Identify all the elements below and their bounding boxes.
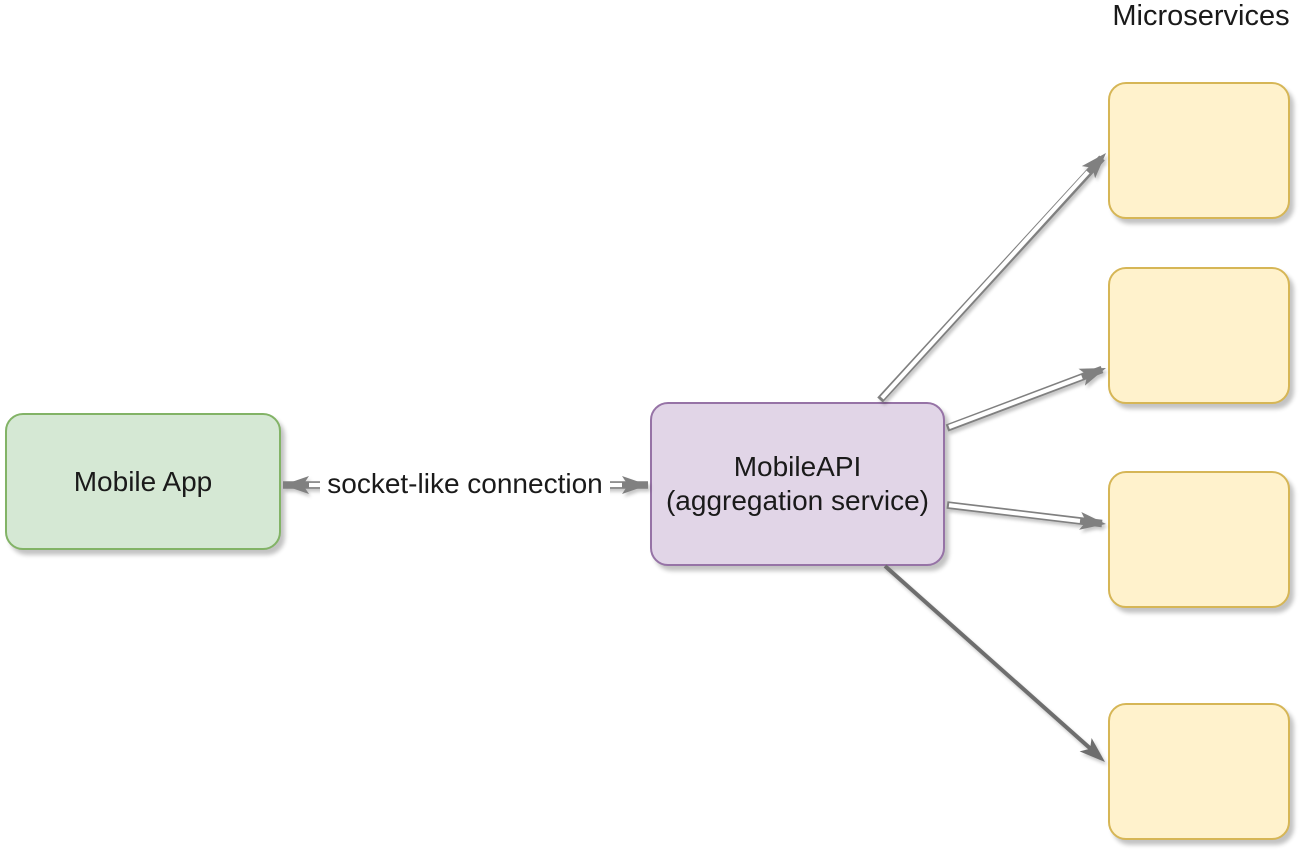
fanout-arrowhead-2 <box>1078 368 1106 386</box>
node-microservice-3 <box>1108 471 1290 608</box>
fanout-arrow-3-shaft <box>946 501 1103 528</box>
fanout-arrow-1-shaft-inner <box>880 170 1090 400</box>
node-microservice-4 <box>1108 703 1290 840</box>
node-microservice-2 <box>1108 267 1290 404</box>
fanout-arrow-2-shaft <box>945 365 1104 432</box>
fanout-arrow-4-shaft <box>883 564 1094 752</box>
fanout-arrow-1-shaft <box>877 155 1105 403</box>
microservices-title: Microservices <box>1112 0 1290 32</box>
fanout-arrowhead-3 <box>1079 512 1106 530</box>
fanout-arrowhead-1 <box>1081 153 1106 179</box>
socket-arrowhead-left <box>283 476 309 494</box>
mobile-api-label: MobileAPI (aggregation service) <box>665 451 930 516</box>
fanout-arrowhead-4 <box>1079 738 1105 762</box>
fanout-arrow-2-shaft-inner <box>948 375 1083 429</box>
fanout-arrow-3-shaft-inner <box>948 503 1081 523</box>
node-mobile-app: Mobile App <box>5 413 281 550</box>
socket-arrowhead-right <box>622 476 648 494</box>
socket-connection-label: socket-like connection <box>320 467 610 501</box>
mobile-app-label: Mobile App <box>73 465 213 497</box>
node-mobile-api: MobileAPI (aggregation service) <box>650 402 945 566</box>
node-microservice-1 <box>1108 82 1290 219</box>
